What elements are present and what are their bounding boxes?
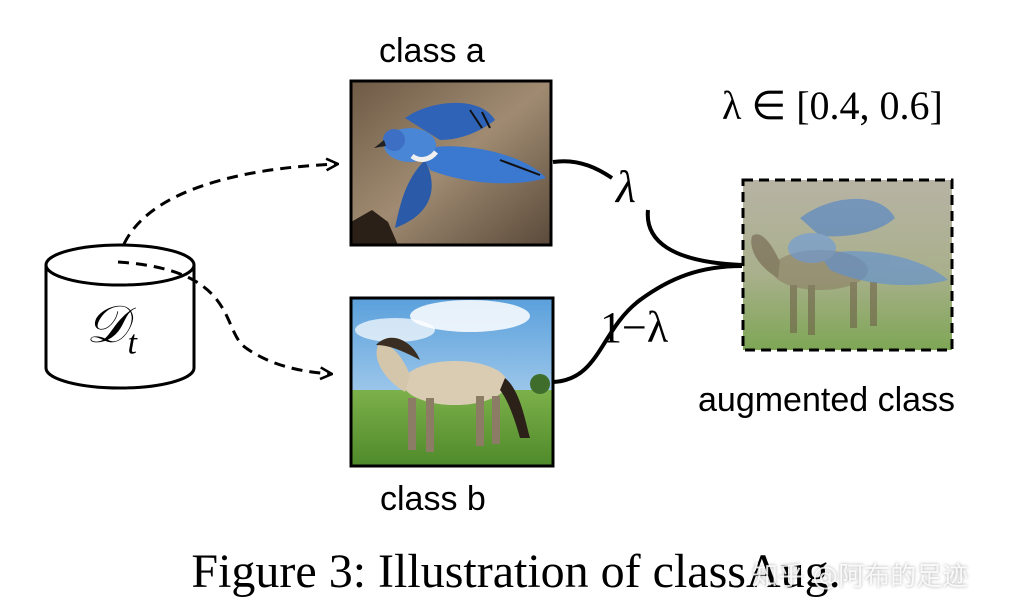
one-minus-lambda-edge-label: 1−λ <box>600 303 669 352</box>
curve-lambda-to-augmented <box>645 209 743 267</box>
lambda-range-label: λ ∈ [0.4, 0.6] <box>722 83 943 128</box>
watermark: 知乎 @阿布的足迹 <box>752 562 969 592</box>
class-a-label: class a <box>379 32 485 70</box>
curve-class-a-to-lambda <box>552 159 614 180</box>
augmented-class-label: augmented class <box>698 381 956 419</box>
blue-jay-bird <box>374 102 546 228</box>
curve-class-b-to-augmented <box>552 264 743 384</box>
class-b-label: class b <box>380 480 486 518</box>
class-a-image <box>349 79 553 247</box>
class-b-image <box>349 296 555 468</box>
dashed-arrow-to-class-b <box>117 260 332 374</box>
dataset-label: 𝒟t <box>86 297 137 362</box>
figure-caption: Figure 3: Illustration of classAug. <box>191 545 841 598</box>
dashed-arrow-to-class-a <box>122 164 338 245</box>
blended-bird <box>788 198 948 286</box>
augmented-image <box>741 178 954 352</box>
lambda-edge-label: λ <box>616 161 636 212</box>
dataset-cylinder <box>44 243 196 390</box>
horse <box>376 337 530 452</box>
